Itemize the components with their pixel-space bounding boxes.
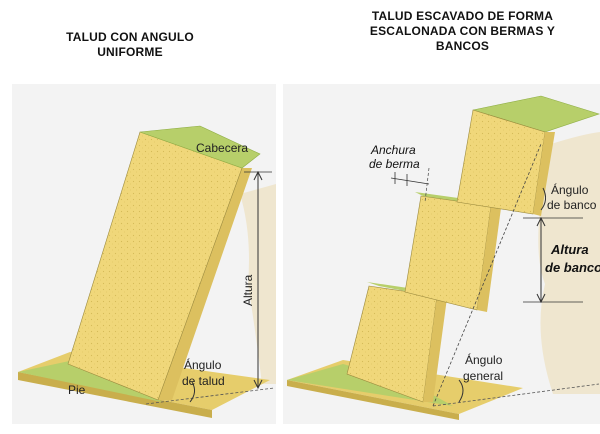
- bench-height-arrow-top: [536, 216, 546, 227]
- left-diagram-title: TALUD CON ANGULO UNIFORME: [30, 30, 230, 60]
- benched-slope-diagram: Anchura de berma Ángulo de banco Altura …: [283, 84, 600, 424]
- right-title-line-3: BANCOS: [435, 39, 490, 53]
- altura-banco-label-line-2: de banco: [545, 260, 600, 275]
- cabecera-label: Cabecera: [196, 141, 248, 155]
- base-slab-edge: [287, 380, 459, 420]
- anchura-berma-label-line-2: de berma: [369, 157, 420, 171]
- angulo-banco-label-line-2: de banco: [547, 198, 597, 212]
- right-diagram-title: TALUD ESCAVADO DE FORMA ESCALONADA CON B…: [325, 9, 600, 54]
- top-bench-side: [533, 132, 555, 216]
- right-title-line-2: ESCALONADA CON BERMAS Y: [369, 24, 556, 38]
- bench-height-arrow-bottom: [536, 293, 546, 304]
- left-title-line-1: TALUD CON ANGULO: [66, 30, 194, 44]
- altura-label: Altura: [241, 274, 255, 306]
- base-slab-edge: [18, 372, 212, 418]
- pie-label: Pie: [68, 383, 86, 397]
- berm-width-line: [390, 177, 430, 185]
- uniform-slope-illustration: Cabecera Altura Ángulo de talud Pie: [18, 125, 276, 418]
- berm-dashed-guide: [424, 167, 430, 203]
- angulo-general-label-line-2: general: [463, 369, 503, 383]
- talud-angle-arc: [189, 381, 196, 403]
- right-title-line-1: TALUD ESCAVADO DE FORMA: [371, 9, 554, 23]
- anchura-berma-label-line-1: Anchura: [370, 143, 416, 157]
- general-angle-arc: [458, 379, 464, 403]
- cabecera-grass: [139, 125, 261, 169]
- slope-base-dashed-line: [145, 387, 275, 405]
- angulo-general-label-line-1: Ángulo: [465, 352, 503, 367]
- pie-grass: [18, 360, 162, 402]
- angulo-talud-label-line-1: Ángulo: [184, 357, 222, 372]
- angulo-banco-label-line-1: Ángulo: [551, 182, 589, 197]
- general-slope-dashed-line: [432, 143, 542, 407]
- angulo-talud-label-line-2: de talud: [182, 374, 225, 388]
- altura-arrow-bottom: [253, 379, 263, 390]
- base-dashed-line: [432, 383, 600, 407]
- benched-slope-illustration: Anchura de berma Ángulo de banco Altura …: [287, 95, 600, 420]
- background-soil: [538, 132, 600, 394]
- lower-bench-side: [423, 296, 447, 402]
- middle-bench-face: [404, 195, 492, 311]
- bench-angle-arc: [540, 187, 547, 211]
- slope-side-face: [158, 168, 252, 400]
- left-title-line-2: UNIFORME: [97, 45, 163, 59]
- uniform-slope-diagram: Cabecera Altura Ángulo de talud Pie: [12, 84, 276, 424]
- altura-banco-label-line-1: Altura: [550, 242, 589, 257]
- altura-arrow-top: [253, 170, 263, 181]
